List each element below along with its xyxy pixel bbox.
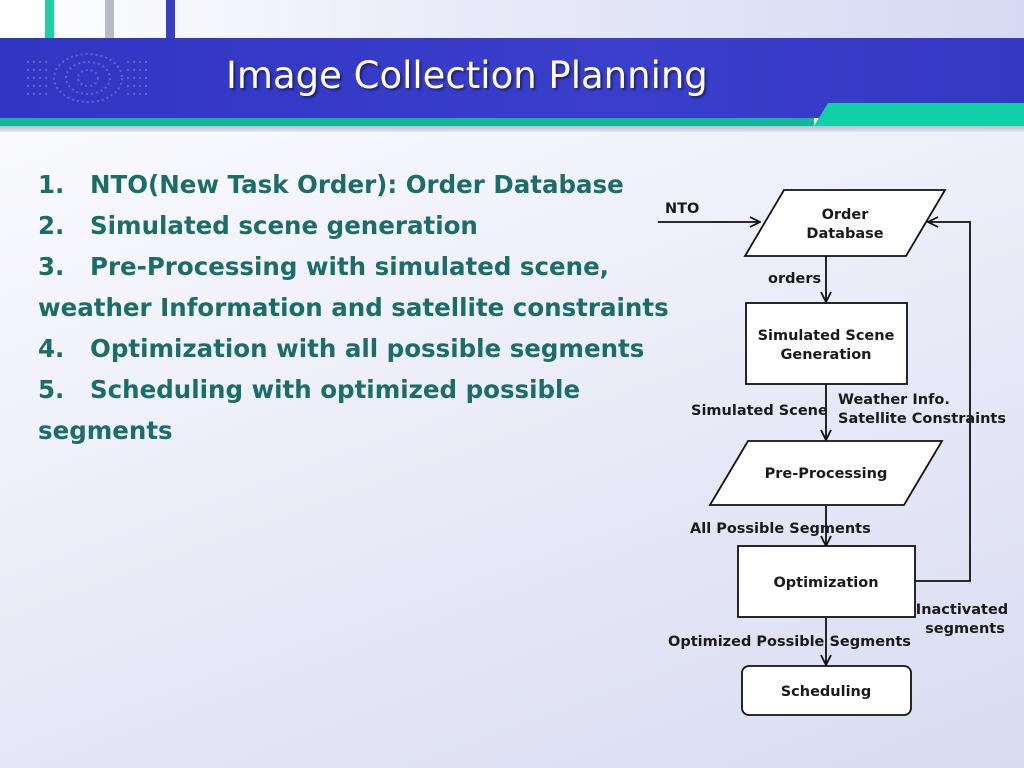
inactivated-label: Inactivated <box>916 602 1008 618</box>
orders-label: orders <box>768 271 821 287</box>
step-text: Pre-Processing with simulated scene, <box>90 252 609 281</box>
scheduling-label: Scheduling <box>781 684 872 700</box>
steps-list: 1. NTO(New Task Order): Order Database 2.… <box>38 164 678 451</box>
pre-processing-node <box>708 440 944 506</box>
simulated-scene-generation-node <box>745 302 908 385</box>
scheduling-node <box>741 665 912 716</box>
step-item: 4. Optimization with all possible segment… <box>38 328 678 369</box>
page-title: Image Collection Planning <box>226 54 708 97</box>
step-number: 1. <box>38 170 65 199</box>
step-item: 2. Simulated scene generation <box>38 205 678 246</box>
divider-line <box>0 126 1024 132</box>
step-number: 3. <box>38 252 65 281</box>
optimization-node <box>737 545 916 618</box>
nto-label: NTO <box>665 201 699 217</box>
decor-bar-blue <box>166 0 175 38</box>
feedback-loop-arrow <box>915 222 971 582</box>
accent-tab <box>814 103 1024 126</box>
step-continuation: weather Information and satellite constr… <box>38 293 669 322</box>
simulated-scene-generation-label: Generation <box>780 347 871 363</box>
weather-info-label: Weather Info. <box>838 392 950 408</box>
simulated-scene-label: Simulated Scene <box>691 403 828 419</box>
accent-stripe <box>0 118 814 126</box>
all-possible-segments-label: All Possible Segments <box>690 521 871 537</box>
order-database-label: Database <box>806 226 883 242</box>
step-number: 2. <box>38 211 65 240</box>
dot-pattern-logo <box>26 53 148 103</box>
pre-processing-label: Pre-Processing <box>765 466 888 482</box>
step-text: Optimization with all possible segments <box>90 334 645 363</box>
optimization-label: Optimization <box>773 575 878 591</box>
step-item: 3. Pre-Processing with simulated scene, <box>38 246 678 287</box>
decor-bar-green <box>45 0 54 38</box>
step-text: Simulated scene generation <box>90 211 478 240</box>
step-number: 4. <box>38 334 65 363</box>
simulated-scene-generation-label: Simulated Scene <box>758 328 895 344</box>
optimized-possible-segments-label: Optimized Possible Segments <box>668 634 911 650</box>
step-text: Scheduling with optimized possible <box>90 375 581 404</box>
order-database-label: Order <box>822 207 870 223</box>
step-item: 1. NTO(New Task Order): Order Database <box>38 164 678 205</box>
title-band: Image Collection Planning <box>0 38 1024 118</box>
decor-bar-grey <box>105 0 114 38</box>
step-item: 5. Scheduling with optimized possible <box>38 369 678 410</box>
step-continuation: segments <box>38 416 173 445</box>
step-number: 5. <box>38 375 65 404</box>
order-database-node <box>743 189 947 257</box>
inactivated-segments-label: segments <box>925 621 1005 637</box>
step-text: NTO(New Task Order): Order Database <box>90 170 624 199</box>
satellite-constraints-label: Satellite Constraints <box>838 411 1006 427</box>
